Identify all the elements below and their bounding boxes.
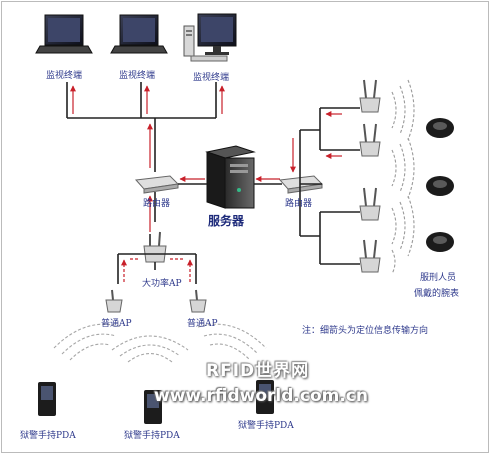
- label-inmate-line1: 服刑人员: [420, 273, 457, 283]
- label-high-power-ap: 大功率AP: [142, 279, 182, 289]
- label-monitor-terminal-3: 监视终端: [193, 73, 230, 83]
- server-tower-icon: [205, 145, 256, 209]
- wristband-icon-1: [426, 118, 454, 138]
- legend-note: 注：细箭头为定位信息传输方向: [302, 326, 429, 336]
- center-lines: [154, 183, 282, 222]
- ap-right-icon: [189, 289, 207, 313]
- reader-icon-4: [359, 239, 381, 273]
- watermark-url: www.rfidworld.com.cn: [154, 386, 368, 406]
- right-bus-lines: [299, 107, 360, 265]
- top-red-arrows: [70, 85, 225, 168]
- ap-tree-lines: [117, 253, 197, 284]
- reader-icon-3: [359, 187, 381, 221]
- pda-icon-3: [256, 380, 274, 414]
- pda-icon-1: [38, 382, 56, 416]
- label-monitor-terminal-2: 监视终端: [119, 71, 156, 81]
- label-inmate-line2: 佩戴的腕表: [414, 289, 460, 299]
- ap-red-dashed-arrows: [121, 258, 193, 282]
- reader-icon-2: [359, 123, 381, 157]
- label-ap-left: 普通AP: [101, 319, 132, 329]
- label-router-left: 路由器: [143, 199, 171, 209]
- reader-icon-1: [359, 79, 381, 113]
- desktop-pc-icon: [183, 13, 237, 62]
- label-ap-right: 普通AP: [187, 319, 218, 329]
- signal-waves-bottom: [53, 323, 267, 363]
- laptop-icon-2: [110, 14, 168, 54]
- right-red-arrows: [290, 111, 342, 173]
- signal-waves-right: [391, 79, 415, 275]
- wristband-icon-2: [426, 176, 454, 196]
- label-server: 服务器: [208, 214, 245, 228]
- label-monitor-terminal-1: 监视终端: [46, 71, 83, 81]
- ap-left-icon: [105, 289, 123, 313]
- label-pda-1: 狱警手持PDA: [20, 431, 76, 441]
- high-power-ap-icon: [143, 231, 167, 263]
- label-pda-2: 狱警手持PDA: [124, 431, 180, 441]
- laptop-icon-1: [35, 14, 93, 54]
- watermark-title: RFID世界网: [206, 361, 310, 381]
- pda-icon-2: [144, 390, 162, 424]
- center-red-arrows: [147, 176, 280, 232]
- label-router-right: 路由器: [285, 199, 313, 209]
- top-bus-lines: [66, 82, 217, 172]
- label-pda-3: 狱警手持PDA: [238, 421, 294, 431]
- router-left-icon: [134, 175, 180, 194]
- wristband-icon-3: [426, 232, 454, 252]
